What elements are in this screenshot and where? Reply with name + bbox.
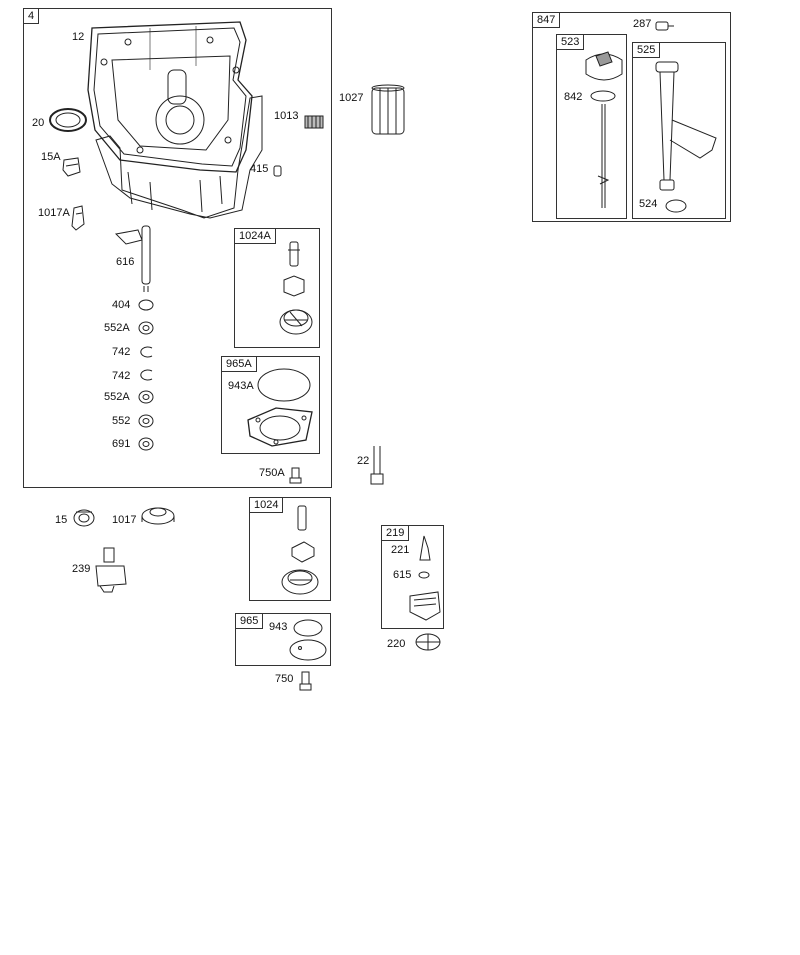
filter-1027-drawing: [371, 84, 405, 135]
label-691: 691: [112, 438, 131, 450]
label-552: 552: [112, 415, 131, 427]
group-box-1024A: 1024A: [234, 228, 320, 348]
label-12: 12: [72, 31, 85, 43]
group-box-965: 965: [235, 613, 331, 666]
group-box-847: 847: [532, 12, 731, 222]
dipstick-842-drawing: [585, 51, 623, 208]
label-524: 524: [639, 198, 658, 210]
bolt-750-drawing: [299, 671, 312, 691]
part-415-drawing: [273, 165, 282, 177]
group-box-965A: 965A: [221, 356, 320, 454]
cover-965-drawing: [289, 619, 327, 661]
label-15: 15: [55, 514, 68, 526]
plug-15A-drawing: [62, 157, 81, 177]
bushing-15-drawing: [73, 509, 95, 527]
label-750A: 750A: [259, 467, 285, 479]
screw-287-drawing: [655, 21, 674, 31]
pump-1024A-drawing: [279, 241, 313, 335]
governor-219-drawing: [409, 535, 441, 621]
label-20: 20: [32, 117, 45, 129]
label-1013: 1013: [274, 110, 299, 122]
label-1017A: 1017A: [38, 207, 70, 219]
gear-220-drawing: [415, 633, 441, 651]
part-1017-drawing: [141, 507, 175, 525]
label-15A: 15A: [41, 151, 61, 163]
group-tag-847: 847: [533, 13, 561, 28]
group-box-219: 219: [381, 525, 444, 629]
shaft-616-drawing: [114, 225, 151, 292]
group-box-525: 525: [632, 42, 726, 219]
washers-drawing: [138, 299, 154, 451]
label-615: 615: [393, 569, 412, 581]
label-552A-1: 552A: [104, 322, 130, 334]
group-tag-965: 965: [236, 614, 264, 629]
bolt-22-drawing: [370, 446, 384, 485]
bolt-750A-drawing: [289, 467, 302, 484]
sensor-239-drawing: [95, 547, 127, 593]
part-1017A-drawing: [71, 205, 85, 231]
label-404: 404: [112, 299, 131, 311]
label-943A: 943A: [228, 380, 254, 392]
group-box-1024: 1024: [249, 497, 331, 601]
label-943: 943: [269, 621, 288, 633]
label-415: 415: [250, 163, 269, 175]
label-22: 22: [357, 455, 370, 467]
group-tag-523: 523: [557, 35, 585, 50]
tube-525-drawing: [655, 61, 717, 213]
seal-20-drawing: [49, 108, 87, 132]
screen-1013-drawing: [304, 115, 324, 129]
group-tag-1024: 1024: [250, 498, 284, 513]
label-1027: 1027: [339, 92, 364, 104]
group-tag-525: 525: [633, 43, 661, 58]
label-742-2: 742: [112, 370, 131, 382]
label-220: 220: [387, 638, 406, 650]
crankcase-drawing: [87, 21, 263, 219]
group-box-4: 4: [23, 8, 332, 488]
group-tag-4: 4: [24, 9, 40, 24]
label-287: 287: [633, 18, 652, 30]
group-tag-219: 219: [382, 526, 410, 541]
label-616: 616: [116, 256, 135, 268]
pump-1024-drawing: [281, 505, 319, 595]
label-1017: 1017: [112, 514, 137, 526]
label-742-1: 742: [112, 346, 131, 358]
label-239: 239: [72, 563, 91, 575]
label-552A-2: 552A: [104, 391, 130, 403]
label-221: 221: [391, 544, 410, 556]
group-box-523: 523: [556, 34, 627, 219]
label-842: 842: [564, 91, 583, 103]
group-tag-1024A: 1024A: [235, 229, 276, 244]
cover-965A-drawing: [247, 368, 313, 447]
label-750: 750: [275, 673, 294, 685]
group-tag-965A: 965A: [222, 357, 257, 372]
